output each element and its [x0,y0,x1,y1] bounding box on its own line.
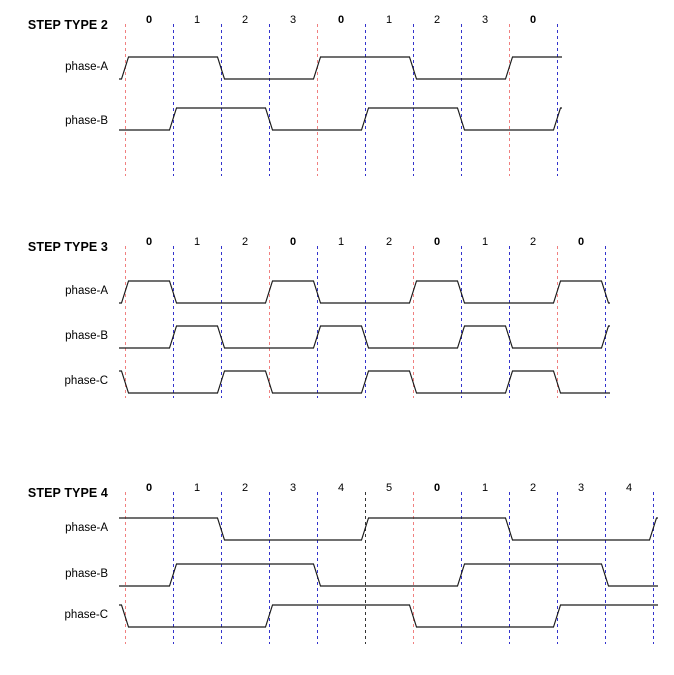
step-number: 1 [481,482,489,494]
waveform-phase-A [119,280,610,304]
step-number: 2 [241,14,249,26]
waveform-phase-B [119,107,562,131]
phase-label-phase-B: phase-B [65,568,108,580]
step-number: 4 [337,482,345,494]
waveform-phase-A [119,517,658,541]
waveform-phase-C [119,604,658,628]
waveform-phase-B [119,325,610,349]
step-number: 0 [577,236,585,248]
step-number: 2 [385,236,393,248]
step-number: 2 [433,14,441,26]
step-number: 0 [433,482,441,494]
step-number: 0 [145,14,153,26]
step-number: 1 [337,236,345,248]
step-number: 1 [193,236,201,248]
phase-label-phase-B: phase-B [65,330,108,342]
step-number: 2 [529,236,537,248]
step-number: 0 [289,236,297,248]
phase-label-phase-A: phase-A [65,61,108,73]
step-number: 3 [577,482,585,494]
step-number: 0 [337,14,345,26]
step-number: 3 [289,14,297,26]
waveform-canvas [119,246,610,398]
step-number: 3 [289,482,297,494]
phase-label-phase-C: phase-C [64,609,108,621]
section-title: STEP TYPE 3 [27,240,108,254]
step-number: 4 [625,482,633,494]
section-step-type-4: STEP TYPE 4 phase-A phase-B phase-C 0 1 2 3 4 5 0 1… [0,478,674,654]
step-number: 2 [241,482,249,494]
step-number: 5 [385,482,393,494]
section-step-type-2: STEP TYPE 2 phase-A phase-B 0 1 2 3 0 1 2 3 0 [0,10,674,186]
step-number: 0 [145,236,153,248]
step-number: 0 [145,482,153,494]
step-number: 2 [241,236,249,248]
step-number: 0 [433,236,441,248]
step-number: 0 [529,14,537,26]
waveform-canvas [119,24,562,176]
waveform-phase-A [119,56,562,80]
waveform-phase-C [119,370,610,394]
waveform-canvas [119,492,658,644]
step-number: 3 [481,14,489,26]
step-number: 1 [481,236,489,248]
step-number: 2 [529,482,537,494]
section-step-type-3: STEP TYPE 3 phase-A phase-B phase-C 0 1 2 0 1 2 0 1… [0,232,674,408]
phase-label-phase-A: phase-A [65,285,108,297]
waveform-phase-B [119,563,658,587]
section-title: STEP TYPE 4 [27,486,108,500]
step-number: 1 [193,14,201,26]
phase-label-phase-B: phase-B [65,115,108,127]
section-title: STEP TYPE 2 [27,18,108,32]
phase-label-phase-A: phase-A [65,522,108,534]
step-number: 1 [193,482,201,494]
phase-label-phase-C: phase-C [64,375,108,387]
step-number: 1 [385,14,393,26]
